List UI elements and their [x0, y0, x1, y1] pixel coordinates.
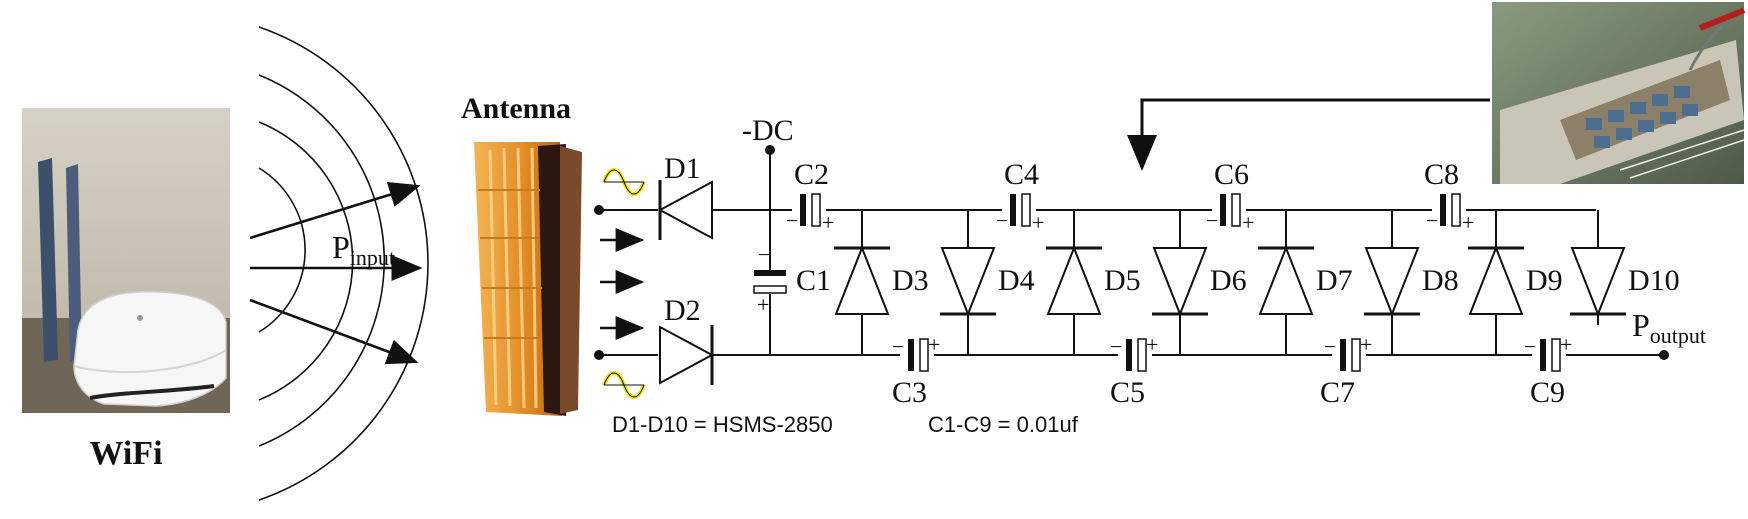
diode-d7: [1258, 245, 1314, 315]
c5-label: C5: [1110, 376, 1145, 409]
diode-d9: [1468, 245, 1524, 315]
c6-plus: +: [1242, 210, 1254, 235]
component-labels: -DC D1 D2 D3 D4 D5 D6 D7 D8 D9 D10 C1 C2…: [664, 114, 1680, 409]
capacitor-spec-label: C1-C9 = 0.01uf: [928, 412, 1079, 437]
circuit-wiring: [599, 152, 1664, 356]
c8-minus: −: [1426, 208, 1438, 233]
d10-label: D10: [1628, 264, 1680, 297]
c5-plus: +: [1146, 332, 1158, 357]
capacitor-c5: [1126, 338, 1147, 372]
c4-plus: +: [1032, 210, 1044, 235]
diode-spec-label: D1-D10 = HSMS-2850: [612, 412, 833, 437]
c3-plus: +: [928, 332, 940, 357]
c9-label: C9: [1530, 376, 1565, 409]
d9-label: D9: [1526, 264, 1563, 297]
c7-minus: −: [1324, 334, 1336, 359]
wifi-router-photo: [22, 108, 230, 413]
c9-minus: −: [1524, 334, 1536, 359]
diode-d5: [1046, 245, 1102, 315]
p-input-label: Pinput: [332, 229, 395, 270]
c3-label: C3: [892, 376, 927, 409]
capacitor-c7: [1340, 338, 1361, 372]
diode-d4: [940, 247, 996, 317]
c2-minus: −: [786, 208, 798, 233]
c4-label: C4: [1004, 158, 1039, 191]
pointer-arrow: [1127, 98, 1490, 171]
antenna-label: Antenna: [461, 92, 571, 125]
c8-plus: +: [1462, 210, 1474, 235]
c1-label: C1: [796, 264, 831, 297]
capacitor-c6: [1220, 193, 1241, 227]
c3-minus: −: [892, 334, 904, 359]
d3-label: D3: [892, 264, 929, 297]
c8-label: C8: [1424, 158, 1459, 191]
capacitor-c8: [1440, 193, 1461, 227]
field-arrows: [600, 228, 645, 340]
antenna-image: [474, 142, 582, 416]
c2-label: C2: [794, 158, 829, 191]
capacitor-c9: [1540, 338, 1561, 372]
circuit-board-photo: [1492, 2, 1746, 184]
c1-minus: −: [758, 242, 770, 267]
d1-label: D1: [664, 152, 701, 185]
diode-d8: [1364, 247, 1420, 317]
polarity-marks: − + − + − + − + − + − + − + − + − +: [757, 208, 1572, 359]
d5-label: D5: [1104, 264, 1141, 297]
c2-plus: +: [822, 210, 834, 235]
d2-label: D2: [664, 294, 701, 327]
diode-d3: [834, 245, 890, 315]
c4-minus: −: [996, 208, 1008, 233]
capacitor-c2: [800, 193, 821, 227]
c6-label: C6: [1214, 158, 1249, 191]
capacitor-c4: [1010, 193, 1031, 227]
diode-d2: [659, 325, 715, 385]
d4-label: D4: [998, 264, 1035, 297]
d7-label: D7: [1316, 264, 1353, 297]
diode-d10: [1570, 247, 1626, 317]
capacitor-c3: [908, 338, 929, 372]
c1-plus: +: [757, 292, 769, 317]
d6-label: D6: [1210, 264, 1247, 297]
wifi-label: WiFi: [89, 435, 162, 472]
capacitor-c1: [753, 270, 787, 294]
dc-label: -DC: [742, 114, 794, 147]
signal-wave-arcs: [258, 26, 429, 501]
p-input-arrows: [249, 182, 423, 365]
c7-plus: +: [1360, 332, 1372, 357]
signal-wave-icon: [602, 168, 646, 196]
p-output-label: Poutput: [1632, 307, 1706, 348]
c5-minus: −: [1110, 334, 1122, 359]
diode-d1: [657, 180, 713, 240]
circuit-terminals: [594, 145, 1669, 360]
signal-wave-icon: [602, 371, 646, 399]
c9-plus: +: [1560, 332, 1572, 357]
c6-minus: −: [1206, 208, 1218, 233]
diode-d6: [1152, 247, 1208, 317]
c7-label: C7: [1320, 376, 1355, 409]
d8-label: D8: [1422, 264, 1459, 297]
